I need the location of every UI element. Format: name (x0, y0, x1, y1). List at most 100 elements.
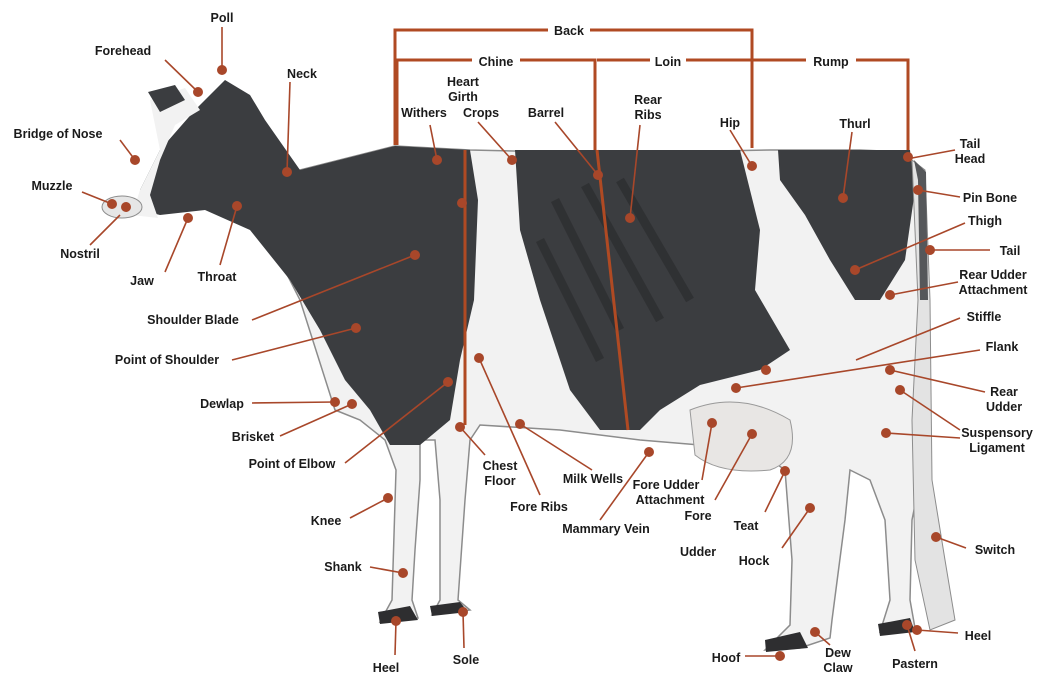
marker-rear-udder-2 (895, 385, 905, 395)
label-sole: Sole (453, 653, 479, 667)
label-forehead: Forehead (95, 44, 151, 58)
label-nostril: Nostril (60, 247, 100, 261)
bracket-back-label: Back (554, 24, 584, 38)
marker-thurl (838, 193, 848, 203)
label-knee: Knee (311, 514, 342, 528)
marker-withers (432, 155, 442, 165)
marker-brisket (347, 399, 357, 409)
label-hock: Hock (739, 554, 770, 568)
label-heel-rear: Heel (965, 629, 991, 643)
marker-pastern (902, 620, 912, 630)
label-flank: Flank (986, 340, 1019, 354)
marker-flank (731, 383, 741, 393)
marker-sole (458, 607, 468, 617)
marker-forehead (193, 87, 203, 97)
marker-heel-front (391, 616, 401, 626)
label-shank: Shank (324, 560, 362, 574)
marker-shoulder-blade (410, 250, 420, 260)
label-point-of-elbow: Point of Elbow (249, 457, 336, 471)
label-muzzle: Muzzle (32, 179, 73, 193)
label-teat: Teat (734, 519, 760, 533)
marker-dew-claw (810, 627, 820, 637)
bracket-chine-label: Chine (479, 55, 514, 69)
label-heel-front: Heel (373, 661, 399, 675)
label-dewlap: Dewlap (200, 397, 244, 411)
label-fore-ribs: Fore Ribs (510, 500, 568, 514)
label-rear-udder-1: Rear (990, 385, 1018, 399)
marker-switch (931, 532, 941, 542)
marker-hoof (775, 651, 785, 661)
label-mammary-vein: Mammary Vein (562, 522, 650, 536)
marker-suspensory-ligament (881, 428, 891, 438)
marker-teat (780, 466, 790, 476)
label-tail-head-2: Head (955, 152, 986, 166)
label-neck: Neck (287, 67, 317, 81)
marker-fore-udder-attachment (707, 418, 717, 428)
marker-chest-floor (455, 422, 465, 432)
label-thurl: Thurl (839, 117, 870, 131)
label-withers: Withers (401, 106, 447, 120)
marker-nostril (121, 202, 131, 212)
label-heart-girth-2: Girth (448, 90, 478, 104)
marker-heart-girth (457, 198, 467, 208)
marker-point-of-shoulder (351, 323, 361, 333)
label-rear-udder-2: Udder (986, 400, 1022, 414)
bracket-loin-label: Loin (655, 55, 681, 69)
marker-rear-udder (885, 365, 895, 375)
label-point-of-shoulder: Point of Shoulder (115, 353, 219, 367)
label-pastern: Pastern (892, 657, 938, 671)
label-suspensory-ligament-2: Ligament (969, 441, 1025, 455)
marker-neck (282, 167, 292, 177)
marker-point-of-elbow (443, 377, 453, 387)
label-hip: Hip (720, 116, 741, 130)
marker-throat (232, 201, 242, 211)
marker-pin-bone (913, 185, 923, 195)
label-shoulder-blade: Shoulder Blade (147, 313, 239, 327)
marker-heel-rear (912, 625, 922, 635)
label-rear-ribs-1: Rear (634, 93, 662, 107)
label-stiffle: Stiffle (967, 310, 1002, 324)
marker-fore-udder (747, 429, 757, 439)
label-fore-udder-2: Udder (680, 545, 716, 559)
label-bridge-of-nose: Bridge of Nose (14, 127, 103, 141)
label-switch: Switch (975, 543, 1015, 557)
label-tail: Tail (1000, 244, 1021, 258)
label-dew-claw-1: Dew (825, 646, 851, 660)
marker-muzzle (107, 199, 117, 209)
label-fore-udder-attachment-2: Attachment (636, 493, 706, 507)
label-fore-udder-attachment-1: Fore Udder (633, 478, 700, 492)
marker-crops (507, 155, 517, 165)
marker-shank (398, 568, 408, 578)
marker-rear-ribs (625, 213, 635, 223)
marker-bridge-of-nose (130, 155, 140, 165)
label-poll: Poll (211, 11, 234, 25)
cow-head-neck (140, 80, 478, 445)
marker-poll (217, 65, 227, 75)
marker-dewlap (330, 397, 340, 407)
bracket-rump-label: Rump (813, 55, 849, 69)
marker-tail-head (903, 152, 913, 162)
marker-milk-wells (515, 419, 525, 429)
marker-barrel (593, 170, 603, 180)
marker-knee (383, 493, 393, 503)
label-rear-ribs-2: Ribs (634, 108, 661, 122)
marker-fore-ribs (474, 353, 484, 363)
label-brisket: Brisket (232, 430, 275, 444)
marker-hip (747, 161, 757, 171)
label-dew-claw-2: Claw (823, 661, 852, 675)
label-heart-girth-1: Heart (447, 75, 480, 89)
label-tail-head-1: Tail (960, 137, 981, 151)
label-chest-floor-1: Chest (483, 459, 519, 473)
marker-hock (805, 503, 815, 513)
label-hoof: Hoof (712, 651, 741, 665)
label-barrel: Barrel (528, 106, 564, 120)
marker-stiffle (761, 365, 771, 375)
marker-thigh (850, 265, 860, 275)
label-thigh: Thigh (968, 214, 1002, 228)
label-rear-udder-attachment-2: Attachment (959, 283, 1029, 297)
cow-illustration (102, 80, 955, 652)
label-rear-udder-attachment-1: Rear Udder (959, 268, 1027, 282)
label-fore-udder-1: Fore (684, 509, 711, 523)
label-chest-floor-2: Floor (484, 474, 515, 488)
marker-tail (925, 245, 935, 255)
